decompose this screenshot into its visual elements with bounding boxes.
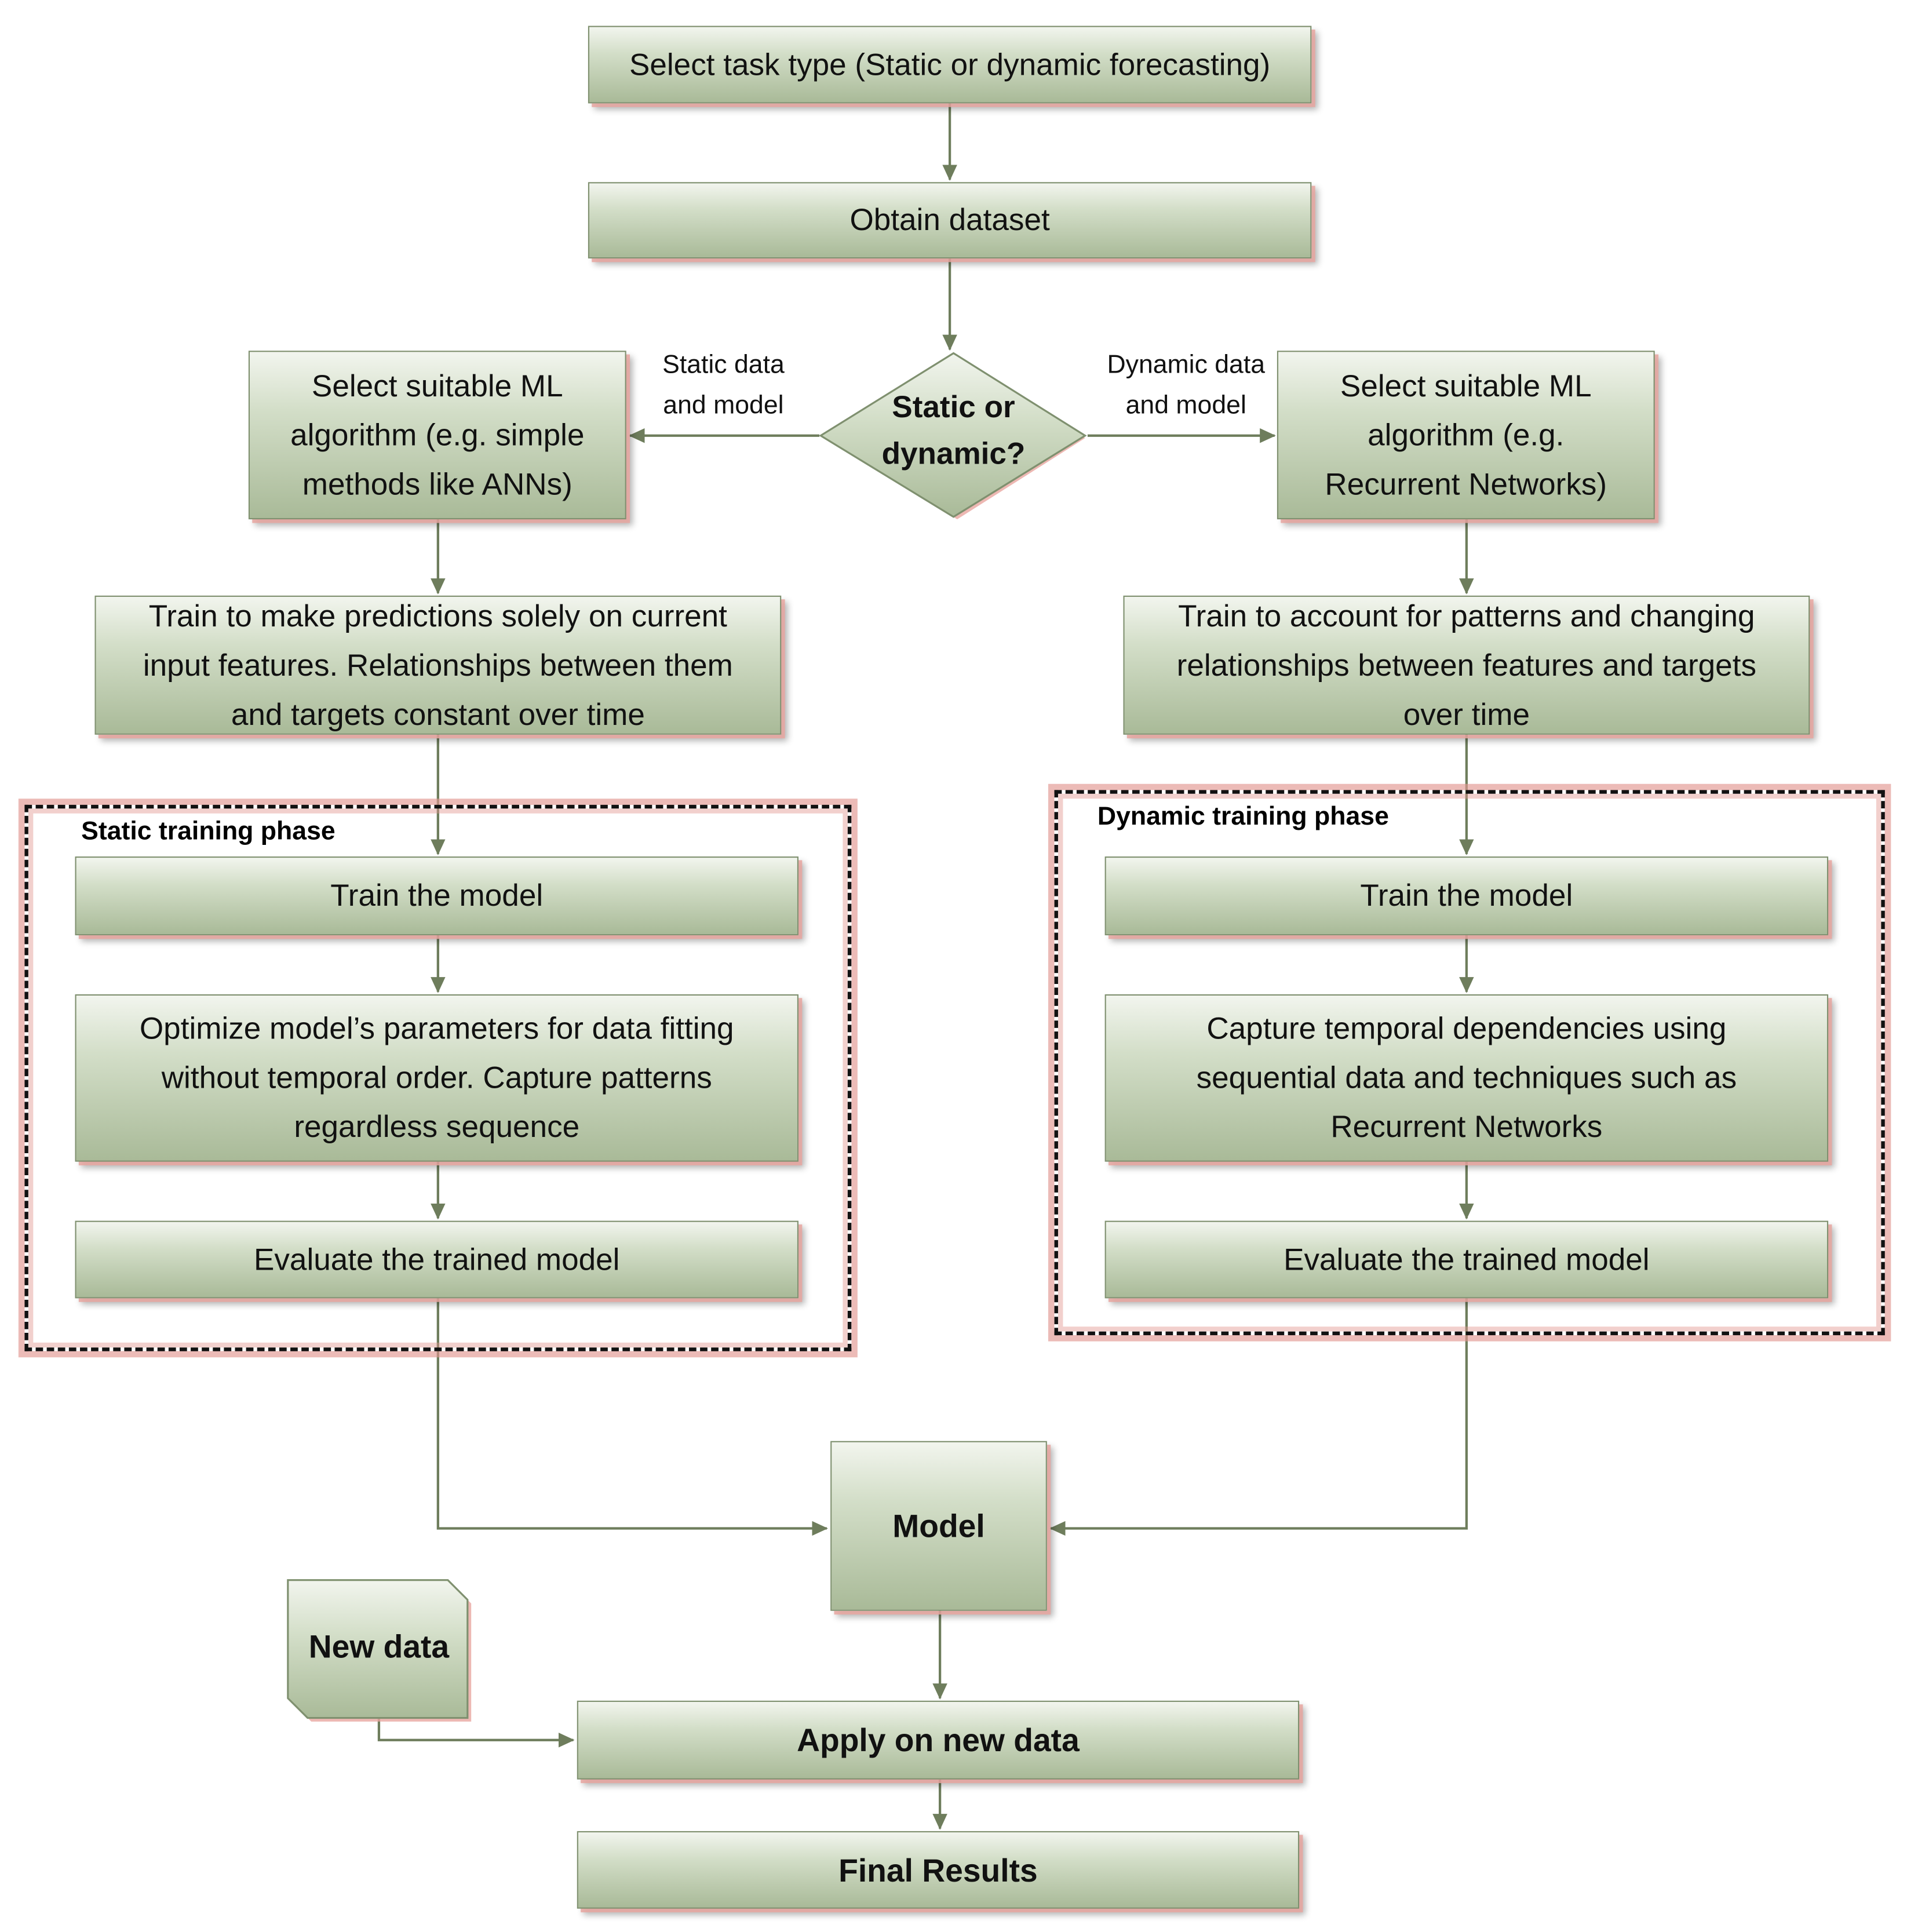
dynamic-capture-line-3: Recurrent Networks — [1330, 1110, 1603, 1144]
dynamic-desc-line-1: Train to account for patterns and changi… — [1178, 599, 1755, 633]
dynamic-training-phase-title: Dynamic training phase — [1097, 802, 1389, 831]
static-training-phase-title: Static training phase — [81, 817, 336, 845]
dynamic-edge-label-line-2: and model — [1125, 391, 1246, 420]
decision-line-1: Static or — [892, 390, 1015, 425]
new-data-shape — [287, 1579, 472, 1722]
dynamic-algo-line-3: Recurrent Networks) — [1325, 466, 1607, 502]
dynamic-evaluate-box: Evaluate the trained model — [1104, 1220, 1829, 1299]
dynamic-algo-line-2: algorithm (e.g. — [1368, 417, 1565, 453]
obtain-dataset-text: Obtain dataset — [849, 203, 1050, 238]
static-desc-line-3: and targets constant over time — [231, 697, 645, 732]
obtain-dataset-box: Obtain dataset — [588, 182, 1312, 258]
apply-text: Apply on new data — [797, 1721, 1080, 1759]
decision-diamond — [819, 352, 1087, 520]
static-algo-line-3: methods like ANNs) — [302, 466, 573, 502]
dynamic-train-model-box: Train the model — [1104, 856, 1829, 935]
static-edge-label-line-2: and model — [663, 391, 784, 420]
static-algo-line-1: Select suitable ML — [311, 369, 563, 403]
dynamic-algorithm-box: Select suitable ML algorithm (e.g. Recur… — [1277, 351, 1655, 520]
dynamic-train-description-box: Train to account for patterns and changi… — [1123, 595, 1810, 735]
dynamic-algo-line-1: Select suitable ML — [1340, 369, 1592, 403]
static-desc-line-1: Train to make predictions solely on curr… — [148, 599, 727, 633]
static-optimize-line-2: without temporal order. Capture patterns — [161, 1060, 712, 1096]
new-data-text: New data — [308, 1628, 450, 1665]
final-results-box: Final Results — [577, 1831, 1300, 1909]
static-algorithm-box: Select suitable ML algorithm (e.g. simpl… — [248, 351, 626, 520]
arrow-static-evaluate-to-model — [436, 1298, 828, 1536]
apply-new-data-box: Apply on new data — [577, 1700, 1300, 1780]
decision-line-2: dynamic? — [881, 436, 1026, 472]
dynamic-edge-label: Dynamic data and model — [1092, 345, 1279, 426]
static-training-phase-frame — [24, 804, 852, 1351]
static-optimize-line-3: regardless sequence — [294, 1110, 580, 1144]
static-train-model-text: Train the model — [330, 878, 544, 913]
static-optimize-line-1: Optimize model’s parameters for data fit… — [139, 1011, 734, 1047]
dynamic-capture-line-2: sequential data and techniques such as — [1196, 1060, 1737, 1096]
static-train-description-box: Train to make predictions solely on curr… — [94, 595, 782, 735]
static-evaluate-text: Evaluate the trained model — [253, 1242, 620, 1277]
dynamic-capture-line-1: Capture temporal dependencies using — [1206, 1011, 1727, 1047]
static-edge-label-line-1: Static data — [662, 351, 785, 380]
dynamic-evaluate-text: Evaluate the trained model — [1284, 1242, 1650, 1277]
static-algo-line-2: algorithm (e.g. simple — [290, 417, 585, 453]
final-results-text: Final Results — [838, 1851, 1038, 1889]
static-evaluate-box: Evaluate the trained model — [75, 1220, 798, 1299]
dynamic-capture-box: Capture temporal dependencies using sequ… — [1104, 994, 1829, 1162]
decision-label: Static or dynamic? — [819, 384, 1088, 477]
select-task-box: Select task type (Static or dynamic fore… — [588, 25, 1312, 104]
static-train-model-box: Train the model — [75, 856, 798, 935]
select-task-text: Select task type (Static or dynamic fore… — [629, 47, 1271, 82]
static-edge-label: Static data and model — [640, 345, 807, 426]
model-text: Model — [892, 1507, 985, 1545]
static-optimize-box: Optimize model’s parameters for data fit… — [75, 994, 798, 1162]
dynamic-train-model-text: Train the model — [1360, 878, 1573, 913]
dynamic-edge-label-line-1: Dynamic data — [1107, 351, 1266, 380]
arrow-newdata-to-apply — [377, 1718, 575, 1748]
static-desc-line-2: input features. Relationships between th… — [143, 648, 733, 683]
arrow-dynamic-evaluate-to-model — [1049, 1298, 1468, 1536]
dynamic-training-phase-frame — [1054, 790, 1885, 1336]
dynamic-desc-line-3: over time — [1403, 697, 1530, 732]
model-box: Model — [830, 1441, 1047, 1611]
dynamic-desc-line-2: relationships between features and targe… — [1176, 648, 1757, 683]
